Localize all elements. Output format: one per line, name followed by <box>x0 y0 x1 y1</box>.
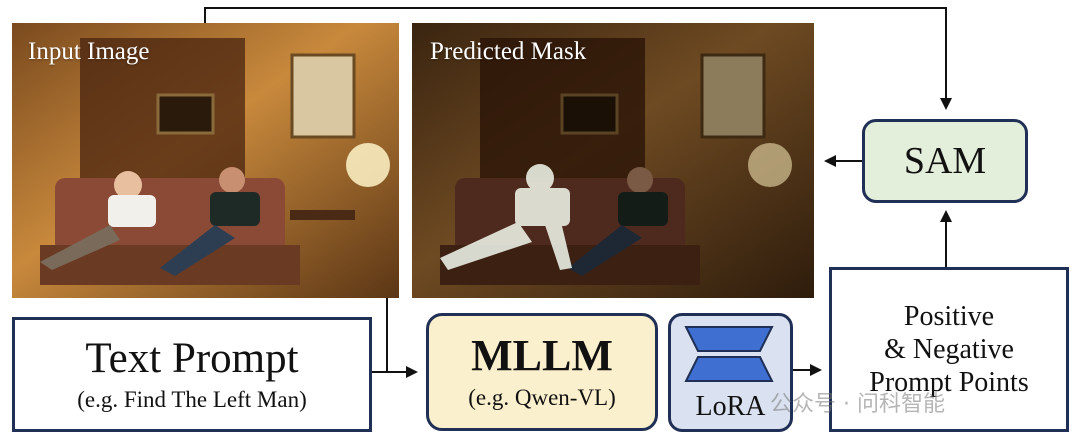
text-prompt-box: Text Prompt (e.g. Find The Left Man) <box>12 317 372 432</box>
input-image <box>12 23 399 298</box>
input-image-label: Input Image <box>28 38 150 65</box>
mllm-example: (e.g. Qwen-VL) <box>468 385 616 411</box>
prompt-points-line-1: Positive <box>903 300 995 332</box>
lora-label: LoRA <box>695 391 766 422</box>
mllm-title: MLLM <box>471 330 613 380</box>
sam-box: SAM <box>862 119 1028 203</box>
mllm-box: MLLM (e.g. Qwen-VL) <box>426 313 658 431</box>
lora-adapter-icon <box>684 326 774 382</box>
watermark: 公众号 · 问科智能 <box>770 392 945 417</box>
text-prompt-title: Text Prompt <box>85 334 299 382</box>
prompt-points-line-3: Prompt Points <box>869 367 1029 399</box>
predicted-mask-label: Predicted Mask <box>430 38 587 65</box>
lora-box: LoRA <box>668 313 793 432</box>
prompt-points-line-2: & Negative <box>884 333 1014 365</box>
prompt-points-box: Positive & Negative Prompt Points <box>829 267 1069 432</box>
predicted-mask-image <box>412 23 814 298</box>
sam-label: SAM <box>903 140 987 182</box>
text-prompt-example: (e.g. Find The Left Man) <box>77 387 307 413</box>
